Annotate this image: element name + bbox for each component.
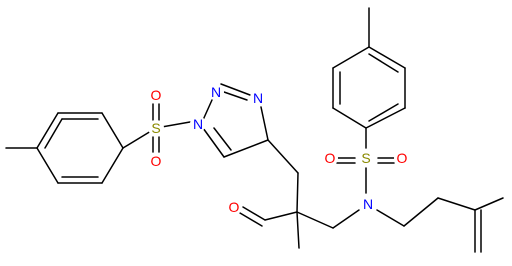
oxygen-atom-left-bottom: O: [148, 153, 164, 169]
sulfonamide-nitrogen-label: N: [363, 196, 373, 212]
oxygen-label-left-bottom: O: [151, 153, 162, 169]
bond-lines: [5, 7, 504, 253]
nitrogen-atom-2: N: [208, 84, 224, 100]
sulfur-atom-right: S: [358, 150, 374, 166]
oxygen-atom-left-top: O: [148, 87, 164, 103]
oxygen-atom-right-left: O: [322, 150, 338, 166]
triazole-n1-label: N: [193, 116, 203, 132]
oxygen-atom-aldehyde: O: [226, 199, 242, 215]
sulfur-atom-left: S: [148, 120, 164, 136]
oxygen-label-right-left: O: [325, 150, 336, 166]
nitrogen-atom-amine: N: [360, 196, 376, 212]
aldehyde-oxygen-label: O: [229, 199, 240, 215]
oxygen-label-right-right: O: [397, 150, 408, 166]
oxygen-atom-right-right: O: [394, 150, 410, 166]
oxygen-label-left-top: O: [151, 87, 162, 103]
triazole-n2-label: N: [211, 84, 221, 100]
triazole-n3-label: N: [253, 90, 263, 106]
sulfur-label-right: S: [361, 150, 370, 166]
sulfur-label-left: S: [151, 120, 160, 136]
atom-labels: S O O N N N O S: [148, 84, 410, 215]
nitrogen-atom-3: N: [250, 90, 266, 106]
nitrogen-atom-1: N: [190, 116, 206, 132]
